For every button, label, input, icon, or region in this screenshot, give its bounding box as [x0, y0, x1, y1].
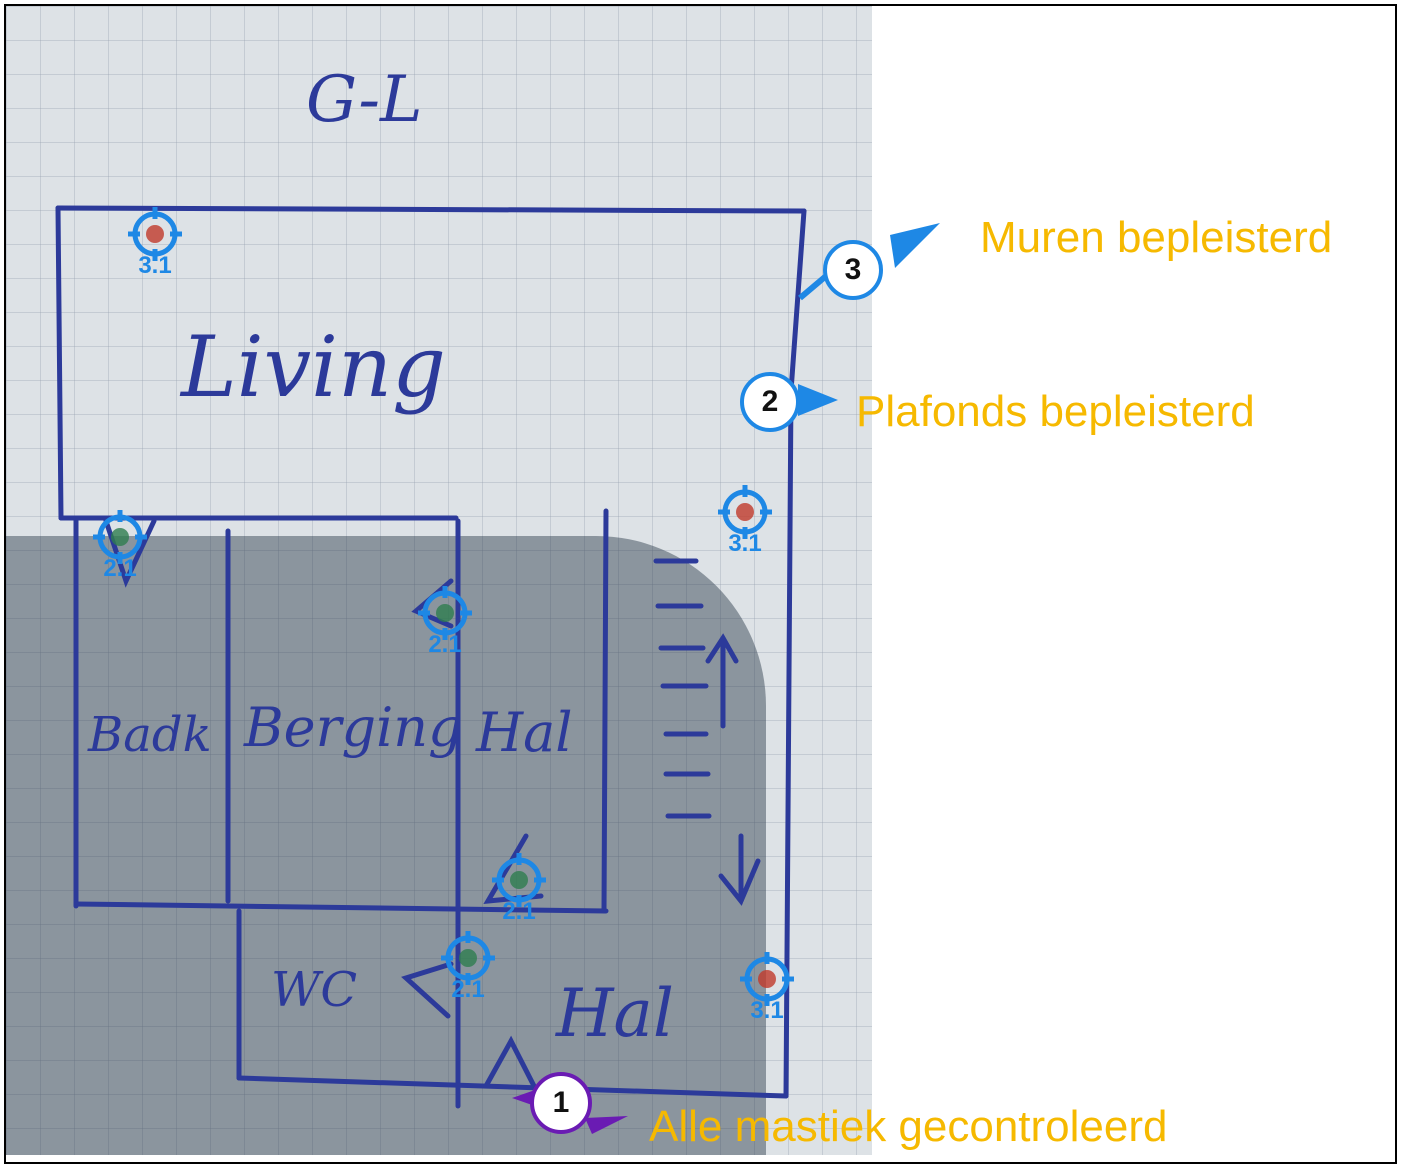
annotation-badge-3[interactable]: 3 — [823, 240, 883, 300]
room-label-hall-upper: Hal — [475, 701, 573, 764]
annotation-label-3: Muren bepleisterd — [980, 213, 1333, 262]
marker-3-1-lower-hall[interactable]: 3.1 — [732, 950, 802, 1030]
stair-arrow-up — [705, 633, 739, 729]
outer-wall-top — [55, 205, 807, 214]
marker-label: 2.1 — [428, 631, 462, 658]
stair-wall — [601, 508, 609, 914]
marker-label: 3.1 — [728, 530, 762, 557]
crosshair-icon — [418, 586, 472, 640]
stair-arrow-down — [718, 833, 761, 906]
marker-3-1-living[interactable]: 3.1 — [120, 205, 190, 285]
marker-label: 2.1 — [103, 555, 137, 582]
annotation-badge-1[interactable]: 1 — [530, 1072, 592, 1134]
lower-bottom-wall — [236, 1075, 789, 1099]
floor-label: G-L — [306, 63, 422, 137]
marker-3-1-stairs[interactable]: 3.1 — [710, 483, 780, 563]
marker-2-1-bath[interactable]: 2.1 — [85, 508, 155, 588]
floorplan-sketch: G-L Living Badk Berging Hal WC Hal — [55, 63, 807, 1109]
marker-label: 3.1 — [750, 997, 784, 1024]
crosshair-icon — [93, 510, 147, 564]
door-swing-wc — [401, 961, 454, 1019]
room-label-wc: WC — [271, 962, 357, 1018]
marker-label: 2.1 — [451, 976, 485, 1003]
marker-2-1-wc[interactable]: 2.1 — [433, 929, 503, 1009]
crosshair-icon — [492, 853, 546, 907]
hand-shadow — [6, 536, 766, 1155]
marker-label: 3.1 — [138, 252, 172, 279]
crosshair-icon — [718, 485, 772, 539]
crosshair-icon — [740, 952, 794, 1006]
annotation-label-2: Plafonds bepleisterd — [856, 387, 1255, 436]
door-swing-storage — [411, 578, 454, 629]
room-label-storage: Berging — [243, 696, 463, 759]
badge-number: 3 — [844, 253, 862, 286]
outer-wall-left — [55, 205, 64, 521]
marker-label: 2.1 — [502, 898, 536, 925]
room-label-living: Living — [179, 318, 446, 416]
pointer-icon — [512, 1090, 628, 1134]
marker-2-1-hall[interactable]: 2.1 — [484, 851, 554, 931]
pointer-icon — [798, 384, 838, 416]
badge-number: 1 — [552, 1086, 570, 1119]
room-label-bath: Badk — [87, 707, 212, 763]
annotation-badge-2[interactable]: 2 — [740, 372, 800, 432]
annotation-label-1: Alle mastiek gecontroleerd — [649, 1102, 1168, 1151]
marker-2-1-storage[interactable]: 2.1 — [410, 584, 480, 664]
crosshair-icon — [128, 207, 182, 261]
floorplan-photo: G-L Living Badk Berging Hal WC Hal — [6, 6, 872, 1155]
room-label-hall-lower: Hal — [555, 975, 674, 1052]
rooms-bottom-wall — [73, 901, 609, 914]
crosshair-icon — [441, 931, 495, 985]
door-swing-lower — [483, 1035, 537, 1089]
badge-number: 2 — [761, 385, 779, 418]
